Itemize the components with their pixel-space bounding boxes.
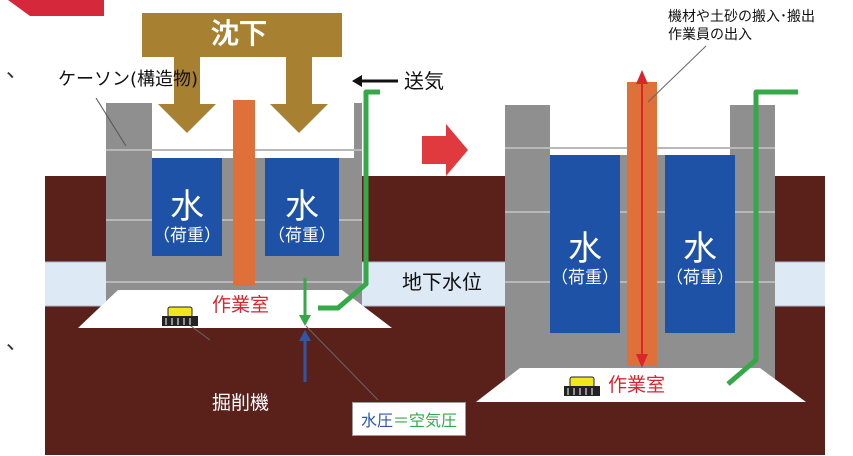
caisson-label: ケーソン(構造物) xyxy=(58,69,199,90)
sink-title: 沈下 xyxy=(211,17,268,50)
red-corner-tab xyxy=(8,0,104,16)
work-chamber-right xyxy=(476,368,806,402)
access-shaft-left xyxy=(233,100,255,286)
transition-arrow-icon xyxy=(422,124,468,176)
air-pressure-arrow-icon xyxy=(299,315,311,326)
equals-sign: ＝ xyxy=(393,411,410,430)
water-tank-left-b xyxy=(265,158,339,256)
transport-arrow-down-icon xyxy=(636,354,648,368)
work-chamber-left xyxy=(78,290,392,328)
margin-glyph: 、 xyxy=(6,58,29,83)
groundwater-level-label: 地下水位 xyxy=(402,270,482,294)
air-supply-line-right xyxy=(726,89,798,386)
water-tank-left-a-label: 水 （荷重） xyxy=(153,187,221,246)
material-transport-label-line1: 機材や土砂の搬入･搬出 xyxy=(668,9,815,25)
air-supply-label: 送気 xyxy=(404,69,444,93)
excavator-right-icon xyxy=(564,376,600,396)
water-tank-left-a xyxy=(152,158,222,256)
air-pressure-text: 空気圧 xyxy=(409,411,458,430)
air-supply-arrow-icon xyxy=(352,75,362,87)
work-chamber-right-label: 作業室 xyxy=(608,374,666,396)
water-tank-right-a-label: 水 （荷重） xyxy=(551,229,619,288)
water-tank-right-b-label: 水 （荷重） xyxy=(666,229,734,288)
water-tank-right-b xyxy=(665,155,735,333)
left-caisson xyxy=(78,100,392,328)
material-transport-label-line2: 作業員の出入 xyxy=(668,27,752,43)
right-caisson xyxy=(476,82,806,402)
air-supply-line-left xyxy=(318,89,380,311)
pressure-equation-box: 水圧＝空気圧 xyxy=(352,402,467,436)
work-chamber-left-label: 作業室 xyxy=(212,294,270,316)
transport-arrow-up-icon xyxy=(636,70,648,84)
water-pressure-text: 水圧 xyxy=(361,411,394,430)
water-tank-left-b-label: 水 （荷重） xyxy=(268,187,336,246)
sink-arrows xyxy=(142,13,342,133)
excavator-label: 掘削機 xyxy=(212,392,270,414)
water-pressure-arrow-icon xyxy=(299,330,311,341)
water-tank-right-a xyxy=(550,155,620,333)
margin-glyph: 、 xyxy=(6,330,29,355)
excavator-left-icon xyxy=(162,306,198,326)
